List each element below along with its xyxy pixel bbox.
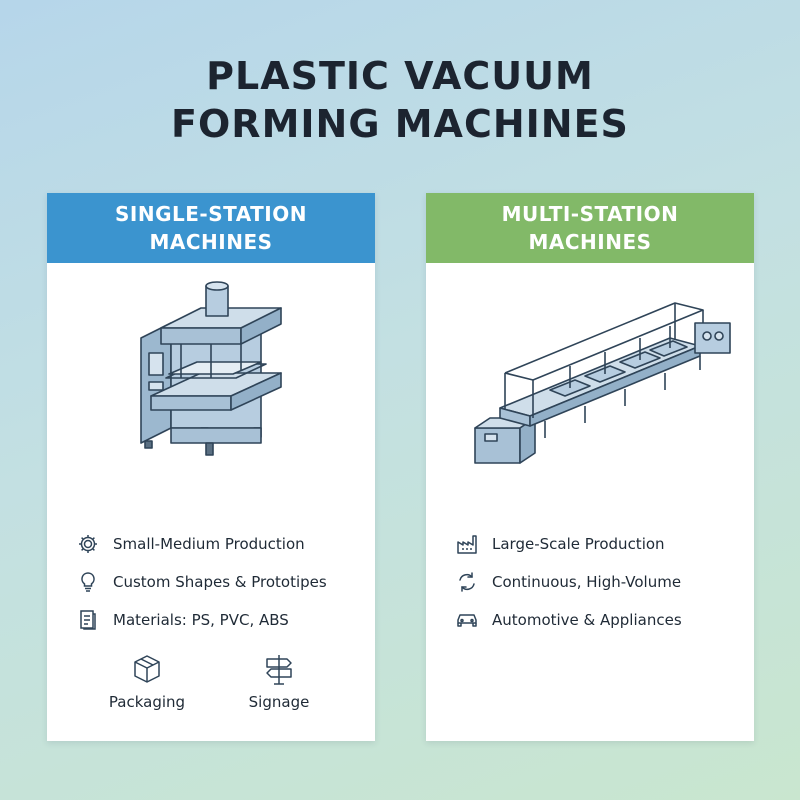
application-label: Packaging xyxy=(108,693,186,711)
feature-label: Automotive & Appliances xyxy=(492,611,682,629)
gear-icon xyxy=(75,531,101,557)
signpost-icon xyxy=(219,651,339,687)
single-station-heading-1: SINGLE-STATION xyxy=(115,202,307,226)
multi-station-machine-icon xyxy=(474,302,731,464)
document-icon xyxy=(75,607,101,633)
cycle-icon xyxy=(454,569,480,595)
feature-item: Continuous, High-Volume xyxy=(454,563,744,601)
lightbulb-icon xyxy=(75,569,101,595)
single-station-features: Small-Medium Production Custom Shapes & … xyxy=(75,525,365,639)
feature-label: Custom Shapes & Prototipes xyxy=(113,573,327,591)
application-label: Signage xyxy=(248,693,310,711)
page-title: PLASTIC VACUUM FORMING MACHINES xyxy=(0,52,800,148)
application-item: Signage xyxy=(219,651,339,711)
multi-station-heading-1: MULTI-STATION xyxy=(501,202,679,226)
single-station-machine-illustration xyxy=(47,278,375,493)
title-line-2: FORMING MACHINES xyxy=(171,102,629,146)
factory-icon xyxy=(454,531,480,557)
feature-label: Large-Scale Production xyxy=(492,535,665,553)
single-station-heading-2: MACHINES xyxy=(149,230,273,254)
single-station-card: SINGLE-STATION MACHINES xyxy=(47,193,375,741)
feature-item: Custom Shapes & Prototipes xyxy=(75,563,365,601)
multi-station-header: MULTI-STATION MACHINES xyxy=(426,193,754,263)
multi-station-card: MULTI-STATION MACHINES xyxy=(426,193,754,741)
application-item: Packaging xyxy=(87,651,207,711)
single-station-header: SINGLE-STATION MACHINES xyxy=(47,193,375,263)
single-station-machine-icon xyxy=(140,281,282,456)
multi-station-machine-illustration xyxy=(426,278,754,493)
feature-item: Large-Scale Production xyxy=(454,525,744,563)
feature-label: Materials: PS, PVC, ABS xyxy=(113,611,289,629)
feature-label: Small-Medium Production xyxy=(113,535,305,553)
single-station-applications: Packaging Signage xyxy=(47,651,375,721)
feature-item: Small-Medium Production xyxy=(75,525,365,563)
box-icon xyxy=(87,651,207,687)
feature-item: Automotive & Appliances xyxy=(454,601,744,639)
title-line-1: PLASTIC VACUUM xyxy=(206,54,594,98)
multi-station-heading-2: MACHINES xyxy=(528,230,652,254)
feature-item: Materials: PS, PVC, ABS xyxy=(75,601,365,639)
car-icon xyxy=(454,607,480,633)
feature-label: Continuous, High-Volume xyxy=(492,573,682,591)
multi-station-features: Large-Scale Production Continuous, High-… xyxy=(454,525,744,639)
